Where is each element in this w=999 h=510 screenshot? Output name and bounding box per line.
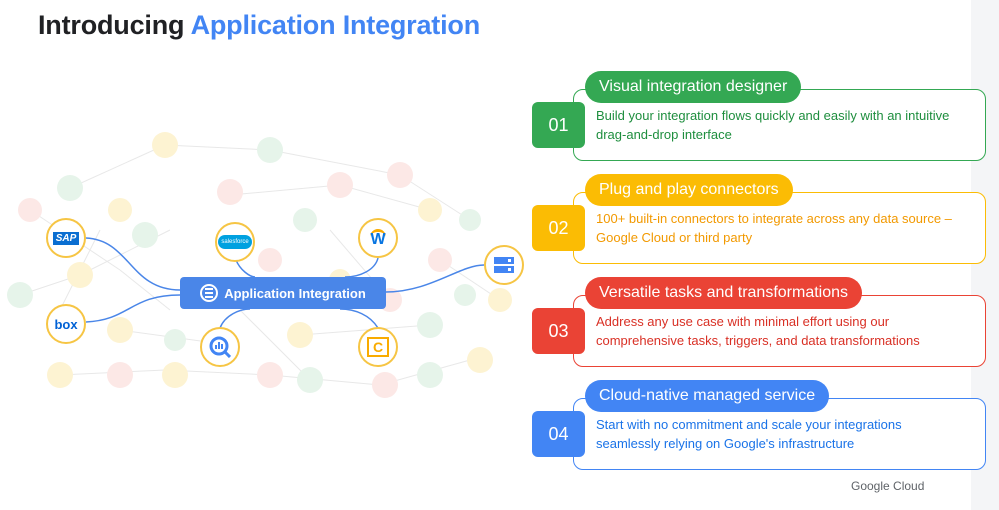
feature-description-04: Start with no commitment and scale your … (596, 417, 902, 451)
google-cloud-footer: Google Cloud (851, 479, 925, 493)
salesforce-logo-icon[interactable]: salesforce (215, 222, 255, 262)
application-integration-hub[interactable]: Application Integration (180, 277, 386, 309)
application-integration-icon (200, 284, 219, 302)
title-prefix: Introducing (38, 10, 185, 40)
workday-logo-icon[interactable]: W (358, 218, 398, 258)
storage-glyph-icon (494, 257, 514, 273)
workday-label: W (370, 229, 386, 248)
integration-diagram: SAP box salesforce W C Application Integ… (0, 120, 540, 410)
title-accent: Application Integration (190, 10, 481, 40)
sap-logo-icon[interactable]: SAP (46, 218, 86, 258)
bigquery-glyph-icon (209, 336, 231, 358)
feature-description-03: Address any use case with minimal effort… (596, 314, 920, 348)
looker-label: C (366, 337, 390, 357)
salesforce-label: salesforce (218, 235, 252, 249)
feature-title-03: Versatile tasks and transformations (585, 277, 863, 309)
feature-list: Visual integration designer 01 Build you… (532, 0, 992, 510)
feature-number-04: 04 (532, 411, 585, 457)
storage-icon[interactable] (484, 245, 524, 285)
box-logo-icon[interactable]: box (46, 304, 86, 344)
feature-title-04: Cloud-native managed service (585, 380, 830, 412)
looker-icon[interactable]: C (358, 327, 398, 367)
bigquery-icon[interactable] (200, 327, 240, 367)
feature-title-02: Plug and play connectors (585, 174, 793, 206)
box-label: box (54, 316, 78, 332)
feature-number-02: 02 (532, 205, 585, 251)
feature-number-01: 01 (532, 102, 585, 148)
network-background (7, 132, 512, 398)
feature-title-01: Visual integration designer (585, 71, 802, 103)
slide-title: Introducing Application Integration (38, 10, 480, 41)
feature-description-02: 100+ built-in connectors to integrate ac… (596, 211, 952, 245)
feature-description-01: Build your integration flows quickly and… (596, 108, 950, 142)
sap-label: SAP (52, 231, 80, 245)
hub-label: Application Integration (224, 285, 366, 301)
feature-number-03: 03 (532, 308, 585, 354)
